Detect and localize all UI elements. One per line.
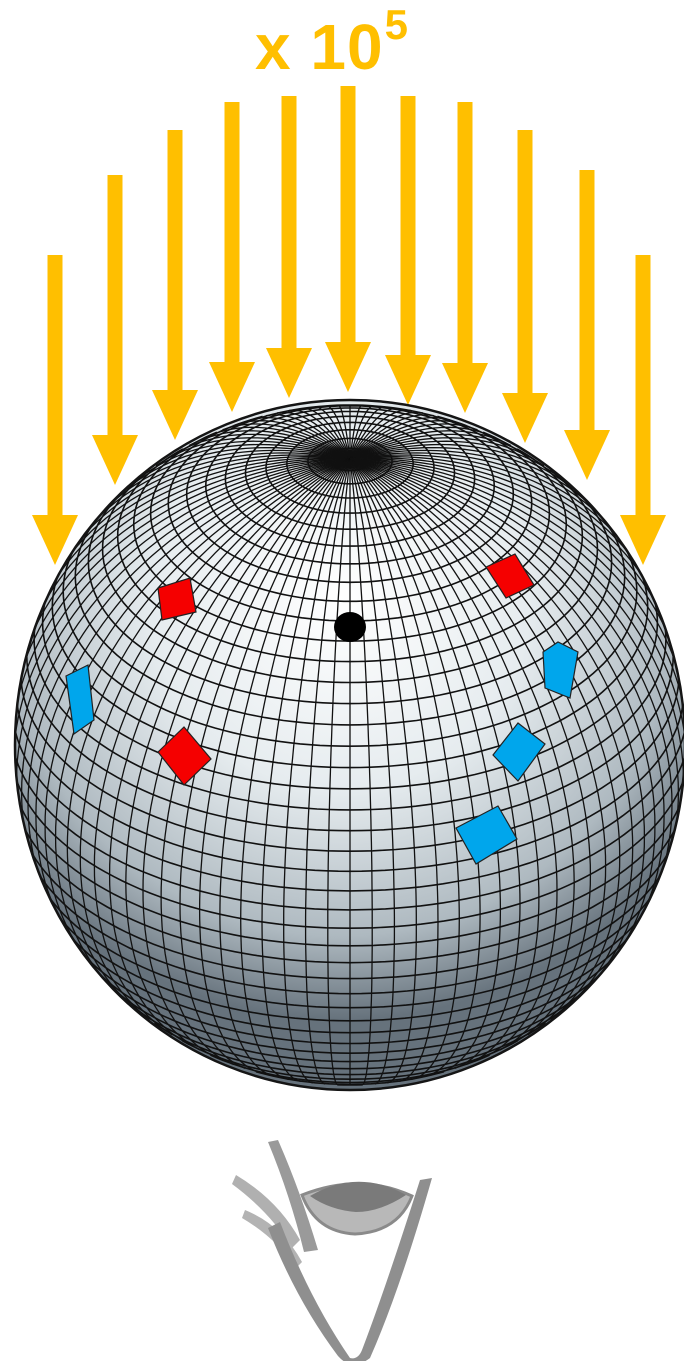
- eye-icon: [232, 1140, 432, 1361]
- arrow: [325, 86, 371, 392]
- arrow: [564, 170, 610, 480]
- pole: [334, 612, 366, 642]
- arrow: [502, 130, 548, 443]
- arrow: [92, 175, 138, 485]
- arrow: [442, 102, 488, 413]
- arrow: [385, 96, 431, 405]
- arrow: [209, 102, 255, 412]
- arrow: [266, 96, 312, 398]
- arrow: [620, 255, 666, 565]
- sphere: [10, 400, 684, 1090]
- arrow: [152, 130, 198, 440]
- arrow: [32, 255, 78, 565]
